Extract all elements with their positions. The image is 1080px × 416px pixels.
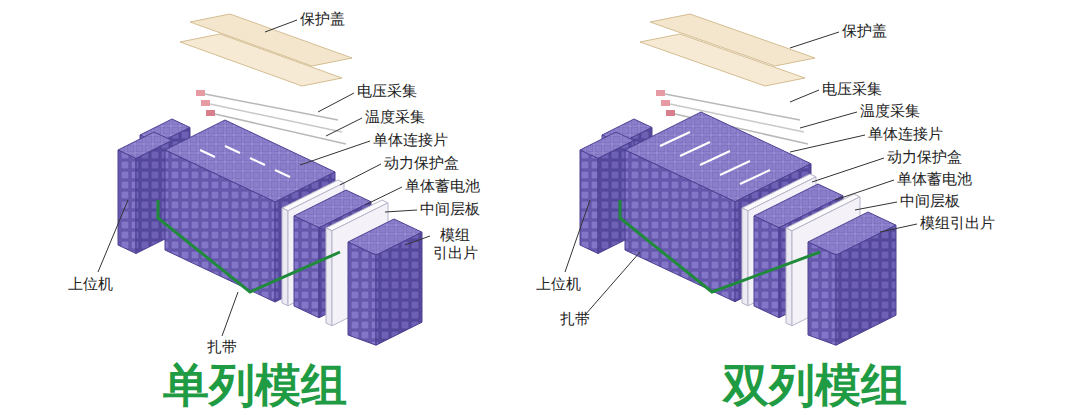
part-label: 扎带 (207, 338, 237, 356)
cell-block (200, 150, 215, 157)
part-label: 温度采集 (860, 102, 920, 120)
leader-lines (855, 202, 897, 210)
cell-block (754, 216, 779, 318)
part-label: 保护盖 (842, 22, 887, 40)
middle-plate (786, 228, 792, 326)
leader-lines (318, 93, 354, 112)
cell-block (720, 161, 750, 175)
cell-block (275, 170, 290, 177)
sensing-wires (201, 100, 210, 106)
leader-lines (790, 32, 839, 48)
part-label: 动力保护盒 (887, 148, 962, 166)
cell-block (660, 132, 690, 146)
part-label: 电压采集 (822, 80, 882, 98)
part-label: 电压采集 (357, 82, 417, 100)
part-label: 上位机 (536, 275, 581, 293)
module-terminal (808, 212, 896, 345)
part-label: 扎带 (560, 310, 590, 328)
part-label: 动力保护盒 (384, 154, 459, 172)
part-label: 模组引出片 (920, 214, 995, 232)
protection-box (282, 208, 288, 306)
leader-lines (800, 112, 857, 128)
cell-block (740, 170, 770, 184)
module-terminal (348, 242, 376, 345)
cell-block (165, 150, 275, 302)
module-title: 双列模组 (655, 360, 975, 410)
protective-cover (640, 14, 815, 86)
strap (620, 200, 820, 292)
leader-lines (880, 224, 917, 232)
leader-lines (98, 200, 128, 272)
module-terminal (808, 242, 836, 345)
cell-block (250, 158, 265, 165)
part-label: 温度采集 (365, 108, 425, 126)
leader-lines (565, 200, 590, 272)
part-label: 单体连接片 (373, 131, 448, 149)
middle-plate (326, 228, 332, 326)
part-label: 中间层板 (420, 200, 480, 218)
leader-lines (405, 236, 430, 245)
cell-block (680, 142, 710, 156)
leader-lines (790, 135, 865, 152)
module-terminal (376, 232, 422, 345)
part-label: 模组 引出片 (431, 226, 479, 262)
part-label: 单体连接片 (868, 125, 943, 143)
leader-lines (98, 20, 917, 336)
leader-lines (385, 210, 417, 212)
part-label: 上位机 (68, 275, 113, 293)
part-label: 单体蓄电池 (405, 177, 480, 195)
leader-lines (222, 292, 238, 336)
cell-block (225, 146, 240, 153)
part-label: 保护盖 (300, 10, 345, 28)
leader-lines (812, 158, 884, 182)
leader-lines (790, 90, 819, 102)
sensing-wires (661, 100, 670, 106)
part-label: 单体蓄电池 (897, 170, 972, 188)
leader-lines (300, 141, 370, 165)
leader-lines (835, 180, 894, 200)
part-label: 中间层板 (900, 192, 960, 210)
sensing-wires (196, 90, 205, 96)
leader-lines (585, 252, 640, 315)
strap (158, 200, 340, 292)
leader-lines (326, 118, 362, 136)
cell-block (700, 151, 730, 165)
protective-cover (640, 34, 805, 86)
protection-box (742, 208, 748, 306)
module-terminal (348, 219, 422, 345)
module-title: 单列模组 (95, 360, 415, 410)
cell-block (625, 150, 735, 302)
sensing-wires (656, 90, 665, 96)
leader-lines (340, 164, 381, 185)
sensing-wires (206, 110, 215, 116)
leader-lines (265, 20, 297, 32)
sensing-wires (666, 110, 675, 116)
leader-lines (365, 187, 402, 205)
module-terminal (836, 225, 896, 345)
protective-cover (180, 34, 342, 86)
